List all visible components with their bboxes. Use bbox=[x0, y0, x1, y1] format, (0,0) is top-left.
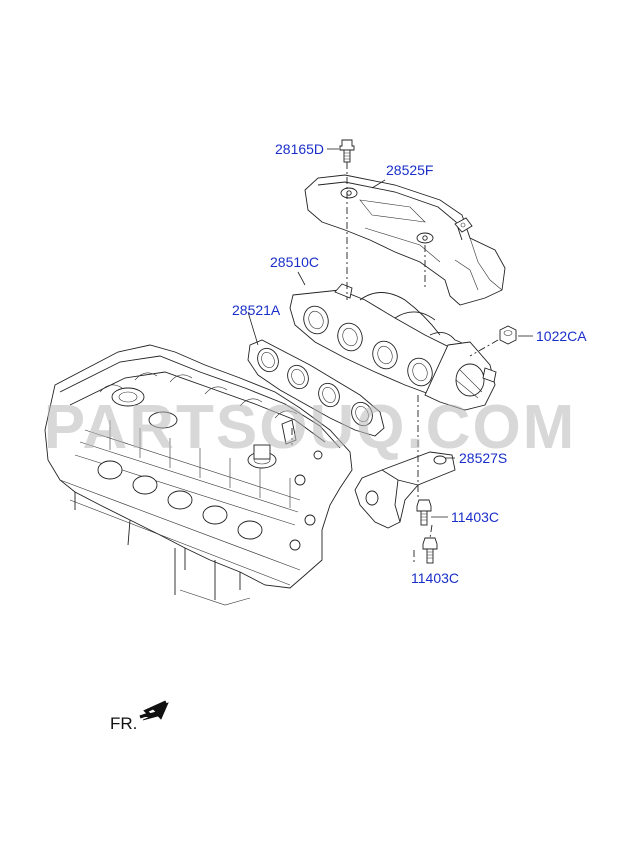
exhaust-manifold-28510C bbox=[289, 283, 497, 411]
callout-11403C-lower[interactable]: 11403C bbox=[411, 570, 459, 586]
assembly-centerlines bbox=[291, 162, 499, 565]
nut-1022CA bbox=[499, 325, 517, 345]
bolt-11403C-upper bbox=[416, 499, 432, 526]
bolt-28165D bbox=[339, 139, 355, 163]
callout-11403C-upper[interactable]: 11403C bbox=[451, 509, 499, 525]
manifold-gasket-28521A bbox=[247, 339, 385, 437]
cylinder-head-illustration bbox=[44, 344, 353, 606]
leader-lines bbox=[247, 148, 533, 518]
watermark-text: PARTSOUQ.COM bbox=[44, 393, 577, 462]
front-direction-indicator: FR. bbox=[110, 700, 169, 733]
callout-28165D[interactable]: 28165D bbox=[275, 141, 324, 157]
callout-28525F[interactable]: 28525F bbox=[386, 162, 433, 178]
heat-shield-28525F bbox=[304, 174, 506, 306]
callout-28527S[interactable]: 28527S bbox=[459, 450, 507, 466]
callout-28521A[interactable]: 28521A bbox=[232, 302, 281, 318]
front-direction-label: FR. bbox=[110, 714, 137, 733]
callout-1022CA[interactable]: 1022CA bbox=[536, 328, 587, 344]
bolt-11403C-lower bbox=[422, 537, 438, 564]
callout-28510C[interactable]: 28510C bbox=[270, 254, 319, 270]
manifold-bracket-28527S bbox=[354, 451, 456, 529]
